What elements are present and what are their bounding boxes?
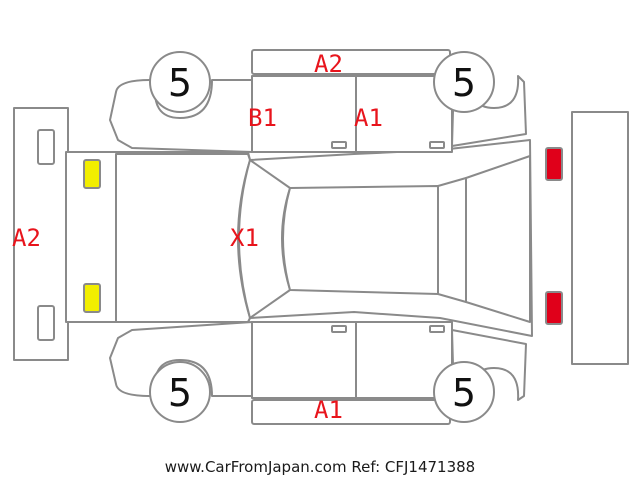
code-roof: X1 (230, 224, 259, 252)
code-right-front-door: A1 (354, 104, 383, 132)
left-rear-door-handle (429, 325, 445, 333)
tire-left-rear: 5 (433, 361, 495, 423)
tire-rating-left-front: 5 (168, 371, 192, 415)
tire-rating-right-rear: 5 (452, 61, 476, 105)
left-front-fender (109, 321, 253, 397)
rear-hatch (465, 155, 531, 323)
rear-window (437, 177, 467, 303)
left-front-door (251, 321, 357, 399)
tire-rating-left-rear: 5 (452, 371, 476, 415)
code-front-bumper: A2 (12, 224, 41, 252)
right-front-door (251, 75, 357, 153)
left-rocker-panel (251, 399, 451, 425)
headlight-right (83, 159, 101, 189)
tire-rating-right-front: 5 (168, 61, 192, 105)
tire-left-front: 5 (149, 361, 211, 423)
rear-bumper (571, 111, 629, 365)
tire-right-front: 5 (149, 51, 211, 113)
right-rocker-panel (251, 49, 451, 75)
footer-reference: www.CarFromJapan.com Ref: CFJ1471388 (164, 458, 476, 476)
right-front-fender (109, 79, 253, 153)
tire-right-rear: 5 (433, 51, 495, 113)
bumper-slot-bottom (37, 305, 55, 341)
right-rear-door-handle (429, 141, 445, 149)
left-front-door-handle (331, 325, 347, 333)
taillight-right (545, 147, 563, 181)
front-bumper (13, 107, 69, 361)
left-rear-door (355, 321, 453, 399)
code-left-rocker-panel: A1 (314, 396, 343, 424)
right-front-door-handle (331, 141, 347, 149)
roof-panel (282, 185, 439, 295)
headlight-left (83, 283, 101, 313)
code-right-rocker-panel: A2 (314, 50, 343, 78)
taillight-left (545, 291, 563, 325)
bumper-slot-top (37, 129, 55, 165)
code-right-rear-door: B1 (248, 104, 277, 132)
